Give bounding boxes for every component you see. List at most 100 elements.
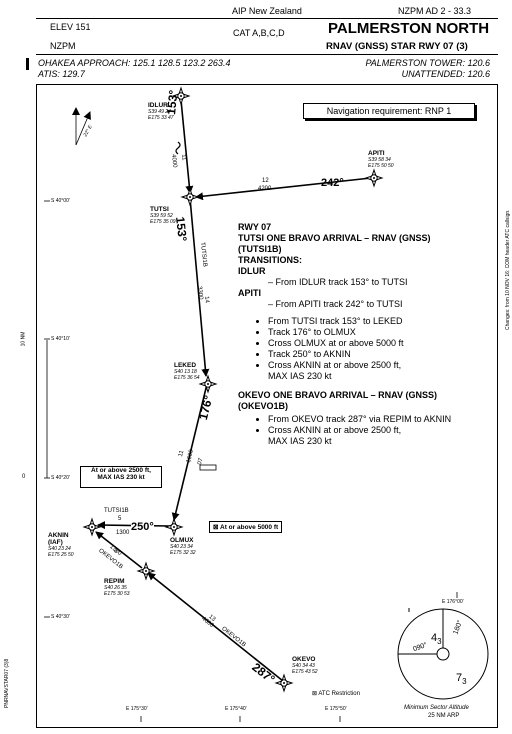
chart-title: PALMERSTON NORTH (328, 20, 490, 37)
lat-label-4010: S 40°10' (51, 336, 70, 342)
fix-repim: REPIM S40 26 35 E175 30 53 (104, 578, 130, 597)
tower-freq: PALMERSTON TOWER: 120.6 (365, 58, 490, 68)
atc-restriction-legend: ⊠ ATC Restriction (312, 690, 360, 697)
transitions-heading: TRANSITIONS: (238, 255, 302, 265)
fix-leked-lon: E175 36 54 (174, 375, 200, 381)
star1-step: Cross AKNIN at or above 2500 ft, (268, 360, 488, 371)
fix-apiti-lat: S39 58 34 (368, 157, 391, 163)
fix-tutsi-name: TUTSI (150, 206, 169, 213)
olmux-restriction-callout: ⊠ At or above 5000 ft (209, 521, 283, 533)
fix-repim-name: REPIM (104, 578, 125, 585)
fix-aknin: AKNIN (IAF) S40 23 24 E175 25 50 (48, 532, 74, 558)
msa-sector2-sub: 3 (462, 677, 467, 687)
star2-step: From OKEVO track 287° via REPIM to AKNIN (268, 414, 488, 425)
fix-apiti-lon: E175 50 50 (368, 163, 394, 169)
change-bar (26, 58, 29, 70)
fix-leked-symbol (199, 375, 217, 393)
atis-freq: ATIS: 129.7 (38, 69, 85, 79)
msa-sector1-digit: 4 (431, 632, 438, 644)
aip-label: AIP New Zealand (232, 6, 302, 16)
star2-code: (OKEVO1B) (238, 401, 289, 411)
lat-label-4020: S 40°20' (51, 475, 70, 481)
header-rule-2 (36, 54, 498, 55)
fix-okevo-name: OKEVO (292, 656, 316, 663)
fix-okevo-lon: E175 43 52 (292, 669, 318, 675)
fix-aknin-lat: S40 23 24 (48, 546, 71, 552)
star1-steps: From TUTSI track 153° to LEKED Track 176… (238, 316, 488, 382)
fix-okevo-lat: S40 34 43 (292, 663, 315, 669)
tutsi-track: 153° (173, 216, 190, 243)
atc-restriction-icon: ⊠ (213, 524, 221, 531)
star2-step: Cross AKNIN at or above 2500 ft, (268, 425, 488, 436)
changes-note: Changes: from 10 NOV 16: COM header ATC … (505, 209, 511, 330)
olmux-track: 250° (131, 521, 154, 533)
olmux-dist: 5 (118, 516, 122, 522)
lon-label-17530: E 175°30' (126, 706, 148, 712)
fix-tutsi-symbol (181, 188, 199, 206)
aknin-restriction-line2: MAX IAS 230 kt (97, 474, 145, 481)
category: CAT A,B,C,D (233, 28, 285, 38)
msa-sector2-digit: 7 (456, 672, 463, 684)
idlur-track: 153° (164, 89, 181, 116)
olmux-restriction-text: At or above 5000 ft (220, 524, 279, 531)
scale-zero: 0 (22, 474, 26, 480)
lon-label-17550: E 175°50' (325, 706, 347, 712)
star2-step: MAX IAS 230 kt (268, 436, 332, 446)
idlur-dist: 11 (180, 154, 187, 161)
lat-label-4000: S 40°00' (51, 198, 70, 204)
fix-leked: LEKED S40 13 18 E175 36 54 (174, 362, 200, 381)
star1-step: MAX IAS 230 kt (268, 371, 332, 381)
fix-olmux-lon: E175 32 32 (170, 550, 196, 556)
star1-step: From TUTSI track 153° to LEKED (268, 316, 488, 327)
chart-frame (36, 84, 498, 728)
transition1-desc: – From IDLUR track 153° to TUTSI (268, 277, 408, 287)
fix-leked-name: LEKED (174, 362, 197, 369)
fix-aknin-lon: E175 25 50 (48, 552, 74, 558)
fix-apiti-name: APITI (368, 150, 385, 157)
idlur-alt: 4000 (170, 154, 178, 168)
atc-legend-text: ATC Restriction (318, 691, 360, 697)
msa-sector1-sub: 3 (437, 637, 442, 647)
fix-leked-lat: S40 13 18 (174, 369, 197, 375)
star1-step: Track 250° to AKNIN (268, 349, 488, 360)
star1-title: TUTSI ONE BRAVO ARRIVAL – RNAV (GNSS) (238, 233, 431, 243)
lon-label-17540: E 175°40' (225, 706, 247, 712)
aknin-restriction-line1: At or above 2500 ft, (91, 467, 151, 474)
rwy-heading: RWY 07 (238, 222, 272, 232)
apiti-track: 242° (321, 177, 344, 189)
lon-label-176: E 176°00' (442, 599, 464, 605)
olmux-alt: 1300 (116, 530, 130, 536)
fix-tutsi-lon: E175 35 09 (150, 219, 176, 225)
star2-title: OKEVO ONE BRAVO ARRIVAL – RNAV (GNSS) (238, 390, 438, 400)
star1-step: Track 176° to OLMUX (268, 327, 488, 338)
lat-label-4030: S 40°30' (51, 614, 70, 620)
fix-idlur-lon: E175 33 47 (148, 115, 174, 121)
fix-idlur: IDLUR S39 49 24 E175 33 47 (148, 102, 174, 121)
star1-code: (TUTSI1B) (238, 244, 282, 254)
approach-freq: OHAKEA APPROACH: 125.1 128.5 123.2 263.4 (38, 58, 231, 68)
atc-legend-icon: ⊠ (312, 691, 319, 697)
nav-requirement-box: Navigation requirement: RNP 1 (303, 103, 475, 119)
fix-idlur-name: IDLUR (148, 102, 168, 109)
fix-olmux-symbol (165, 518, 183, 536)
msa-sector1-alt: 43 (431, 632, 442, 646)
transition1-name: IDLUR (238, 266, 266, 276)
page-ref: NZPM AD 2 - 33.3 (398, 6, 472, 16)
apiti-alt: 4200 (258, 186, 272, 192)
fix-olmux-lat: S40 23 34 (170, 544, 193, 550)
fix-apiti-symbol (365, 169, 383, 187)
header-rule (36, 18, 498, 19)
fix-okevo: OKEVO S40 34 43 E175 43 52 (292, 656, 318, 675)
fix-tutsi-lat: S39 59 52 (150, 213, 173, 219)
fix-tutsi: TUTSI S39 59 52 E175 35 09 (150, 206, 176, 225)
unattended-freq: UNATTENDED: 120.6 (401, 69, 490, 79)
fix-olmux-name: OLMUX (170, 537, 194, 544)
icao-code: NZPM (50, 41, 76, 51)
aknin-restriction-callout: At or above 2500 ft, MAX IAS 230 kt (80, 466, 162, 488)
star2-steps: From OKEVO track 287° via REPIM to AKNIN… (238, 414, 488, 447)
fix-aknin-iaf: (IAF) (48, 539, 63, 546)
msa-caption-2: 25 NM ARP (428, 713, 460, 719)
fix-repim-lat: S40 26 35 (104, 585, 127, 591)
fix-repim-lon: E175 30 53 (104, 591, 130, 597)
procedure-description: RWY 07 TUTSI ONE BRAVO ARRIVAL – RNAV (G… (238, 222, 488, 449)
